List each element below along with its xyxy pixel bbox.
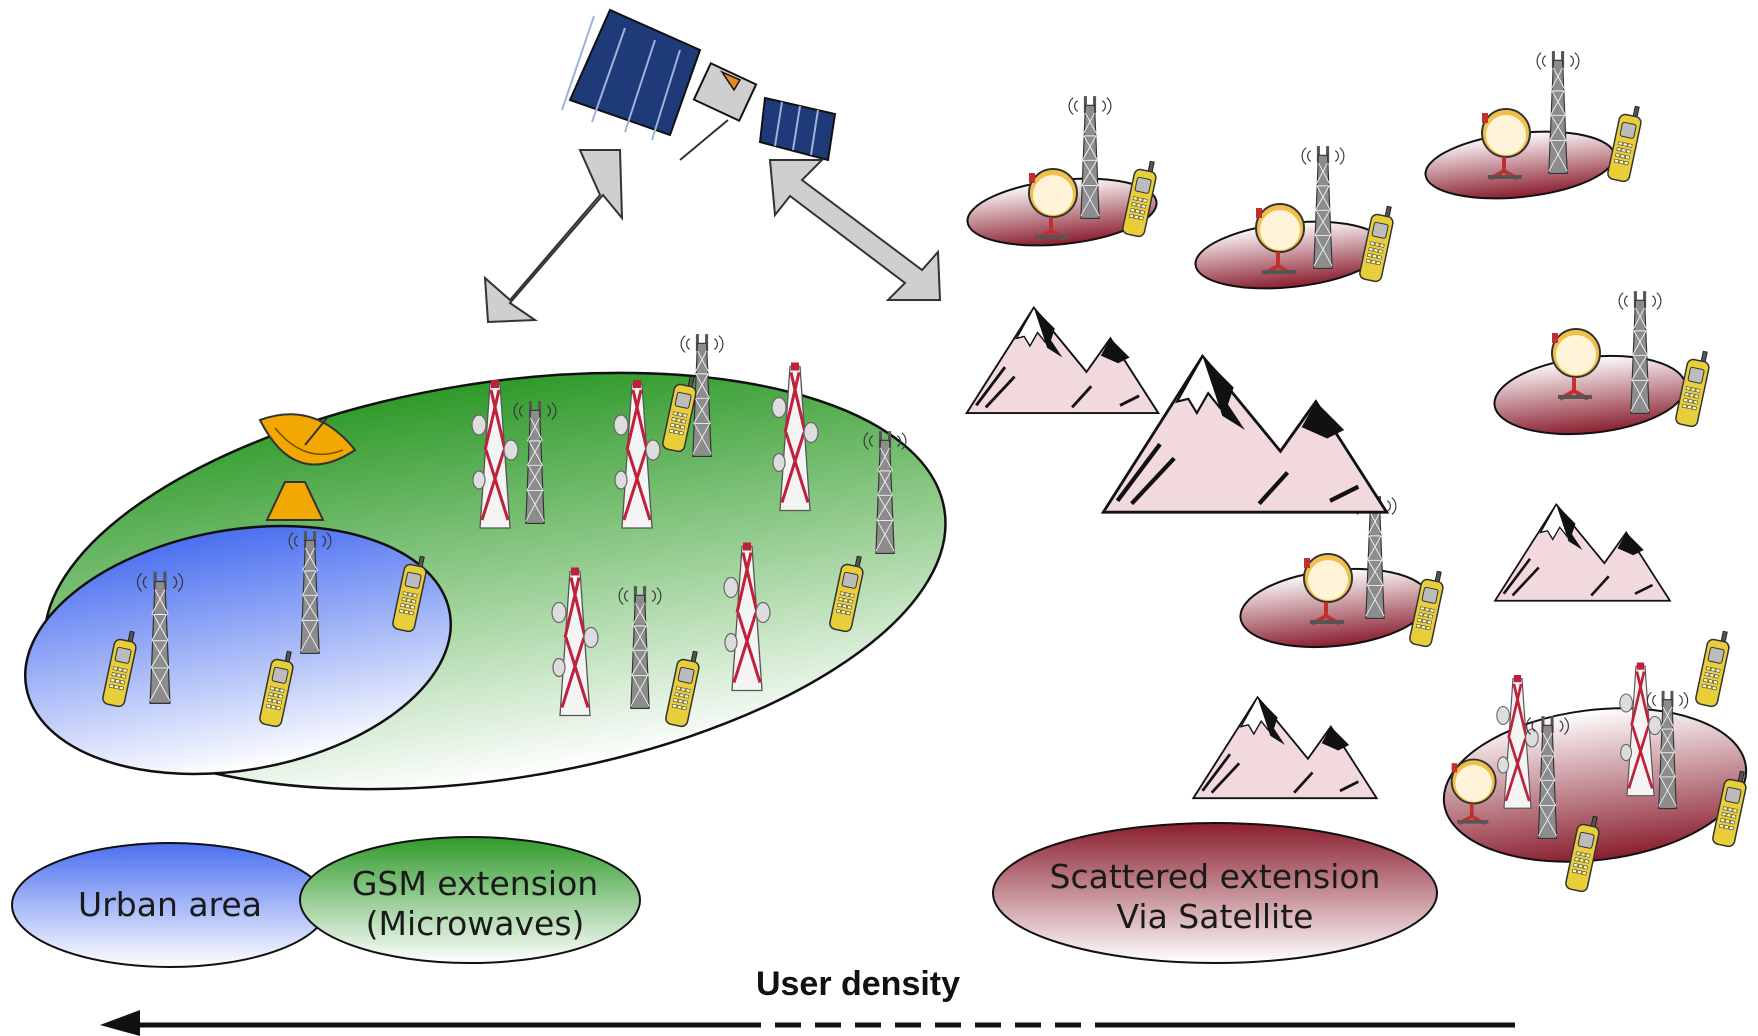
legend-satellite-line2: Via Satellite [1117, 897, 1314, 936]
user-density-arrow [100, 1010, 1515, 1036]
mountain-icon [965, 306, 1160, 415]
mobile-phone-icon [1606, 102, 1645, 184]
mobile-phone-icon [1694, 627, 1733, 709]
satellite-icon [561, 8, 837, 162]
mountain-icon [1191, 695, 1379, 800]
legend-gsm-line1: GSM extension [352, 864, 598, 903]
satellite-link-arrow-left [483, 149, 624, 324]
user-density-label: User density [756, 965, 960, 1003]
mountain-icon [1493, 503, 1672, 603]
satellite-dish-icon [258, 413, 357, 521]
legend-gsm-extension: GSM extension (Microwaves) [299, 836, 641, 964]
legend-urban-label: Urban area [78, 885, 262, 924]
satellite-link-arrow-right [768, 159, 942, 301]
remote-site [1194, 145, 1397, 290]
mountain-icon [1103, 356, 1386, 512]
remote-site [1239, 495, 1447, 649]
remote-site [966, 95, 1160, 247]
legend-satellite-line1: Scattered extension [1050, 857, 1381, 896]
remote-site-large [1442, 627, 1750, 894]
legend-satellite-extension: Scattered extension Via Satellite [992, 822, 1438, 964]
remote-site [1493, 290, 1713, 436]
remote-site [1424, 50, 1645, 200]
legend-urban-area: Urban area [11, 842, 329, 968]
legend-gsm-line2: (Microwaves) [366, 904, 585, 943]
urban-area [23, 524, 453, 776]
